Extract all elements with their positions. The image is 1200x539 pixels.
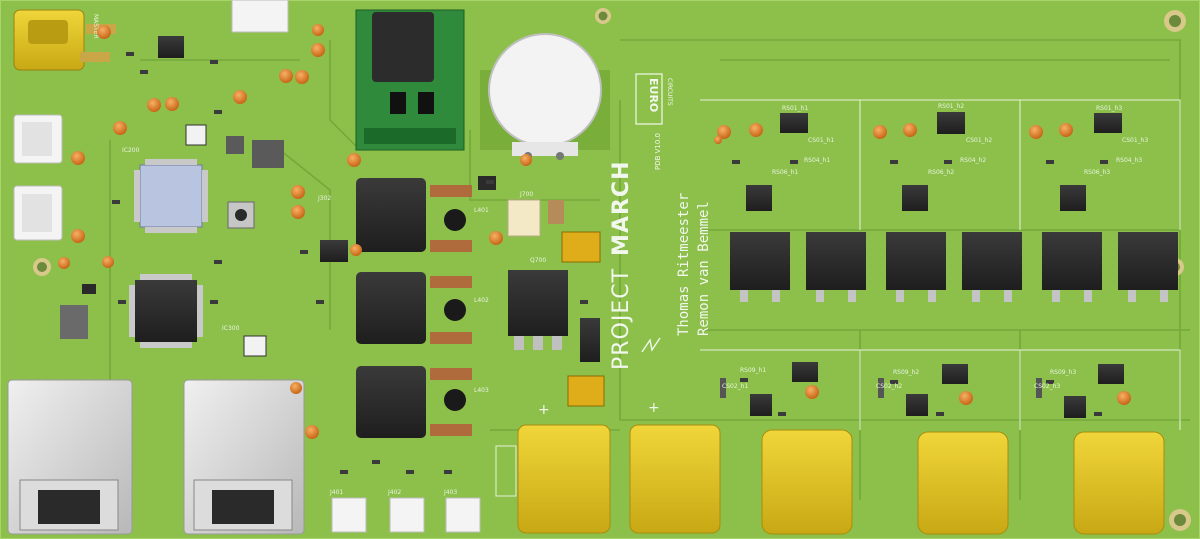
author-1: Thomas Ritmeester [676, 193, 692, 336]
label-rs04-h3: RS04_h3 [1116, 157, 1142, 164]
label-j700: J700 [519, 191, 533, 198]
label-rs09-h1: RS09_h1 [740, 367, 766, 374]
silkscreen-labels: RS01_h1 RS01_h2 RS01_h3 RS04_h1 RS04_h2 … [122, 103, 1148, 496]
label-rs01-h2: RS01_h2 [938, 103, 964, 110]
author-2: Remon van Bemmel [696, 201, 712, 336]
orange-leds [58, 24, 1131, 439]
label-l403: L403 [474, 387, 489, 394]
passive-components [112, 52, 1108, 474]
master-label: MASTER [92, 14, 99, 39]
label-cs02-h1: CS02_h1 [722, 383, 748, 390]
label-cs01-h3: CS01_h3 [1122, 137, 1148, 144]
label-cs01-h1: CS01_h1 [808, 137, 834, 144]
label-l402: L402 [474, 297, 489, 304]
label-j302: J302 [317, 195, 331, 202]
plus-marker-2: + [538, 402, 550, 418]
march-logo-icon [641, 337, 661, 353]
rj45-jacks [7, 379, 305, 535]
dcdc-module [355, 9, 465, 151]
buck-controllers [430, 185, 472, 436]
label-rs09-h3: RS09_h3 [1050, 369, 1076, 376]
label-cs02-h3: CS02_h3 [1034, 383, 1060, 390]
board-code: PDB V10.0 [654, 133, 662, 170]
label-j402: J402 [387, 489, 401, 496]
label-ic200: IC200 [122, 147, 140, 154]
linear-regulator [508, 270, 568, 350]
tantalum-cap-2 [567, 375, 605, 407]
label-rs06-h3: RS06_h3 [1084, 169, 1110, 176]
eurocircuits-logo-euro: EURO [647, 78, 660, 112]
label-l401: L401 [474, 207, 489, 214]
mcu-qfp [134, 159, 208, 233]
jst-connector-top [231, 0, 289, 33]
label-rs04-h1: RS04_h1 [804, 157, 830, 164]
label-cs02-h2: CS02_h2 [876, 383, 902, 390]
jst-connectors-left [13, 114, 63, 241]
buck-inductors [356, 178, 426, 438]
copper-traces [109, 39, 1190, 500]
label-rs06-h2: RS06_h2 [928, 169, 954, 176]
label-rs06-h1: RS06_h1 [772, 169, 798, 176]
jst-connectors-bottom [331, 497, 481, 533]
label-rs09-h2: RS09_h2 [893, 369, 919, 376]
project-name: MARCH [609, 161, 634, 256]
small-ics [60, 36, 600, 362]
schottky-diode [495, 445, 517, 497]
label-cs01-h2: CS01_h2 [966, 137, 992, 144]
fuse [507, 199, 541, 237]
board-branding: PROJECT MARCH PDB V10.0 Thomas Ritmeeste… [609, 73, 712, 370]
label-rs04-h2: RS04_h2 [960, 157, 986, 164]
svg-text:PROJECT MARCH: PROJECT MARCH [609, 161, 634, 370]
label-j403: J403 [443, 489, 457, 496]
inductor-small [548, 200, 564, 224]
label-ic300: IC300 [222, 325, 240, 332]
eurocircuits-logo-circuits: CIRCUITS [666, 78, 673, 106]
label-rs01-h3: RS01_h3 [1096, 105, 1122, 112]
current-sense-ics [746, 112, 1124, 418]
ethernet-controller-qfp [129, 274, 203, 348]
tantalum-cap-1 [561, 231, 601, 263]
xt-output-connectors [517, 424, 1165, 535]
label-rs01-h1: RS01_h1 [782, 105, 808, 112]
plus-marker-1: + [648, 400, 660, 416]
label-j401: J401 [329, 489, 343, 496]
project-prefix: PROJECT [609, 268, 634, 370]
power-mosfets [730, 232, 1178, 302]
coin-cell-holder [480, 33, 610, 160]
label-q700: Q700 [530, 257, 546, 264]
